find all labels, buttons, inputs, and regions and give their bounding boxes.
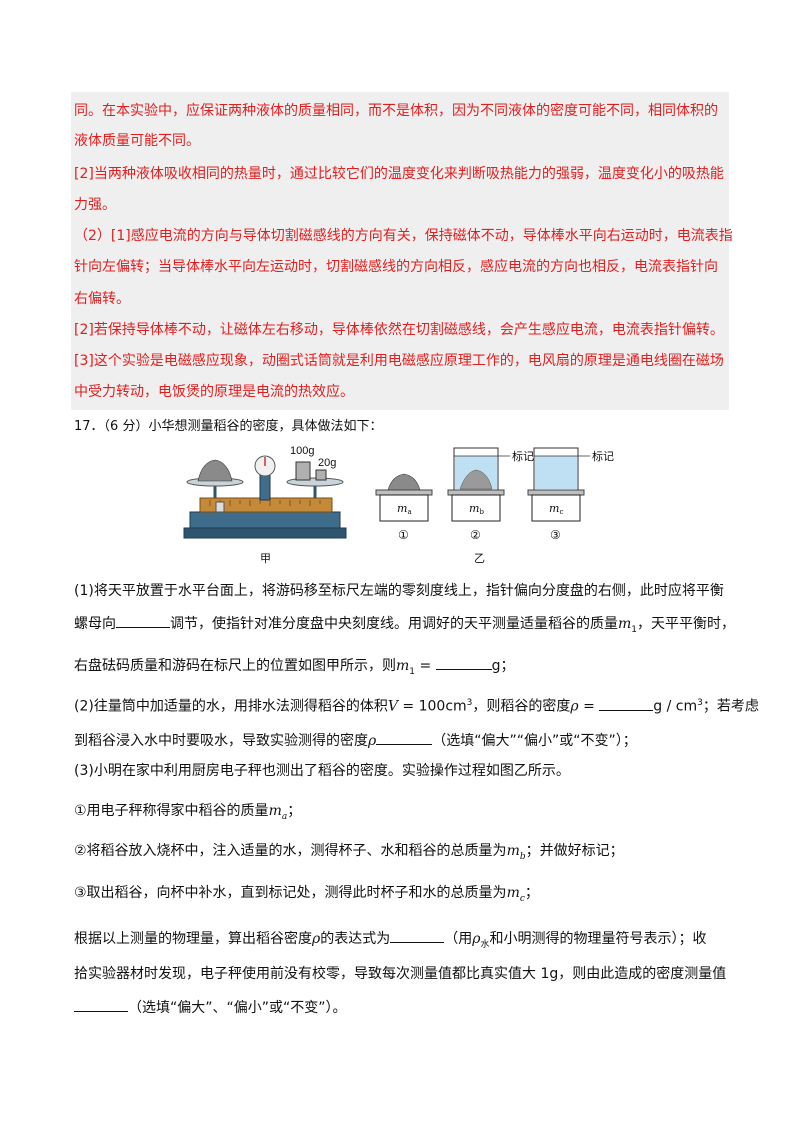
- answer-line-7: 右偏转。: [74, 291, 130, 307]
- answer-blank-density[interactable]: [599, 696, 654, 711]
- rice-grain-pile: [387, 473, 421, 491]
- step-label-1: ①: [398, 528, 409, 542]
- scale-reading-mb: mb: [469, 502, 484, 516]
- part1-line-b: 螺母向调节，使指针对准分度盘中央刻度线。用调好的天平测量适量稻谷的质量m1，天平…: [74, 613, 735, 639]
- scale-body: [531, 494, 581, 522]
- rice-in-water: [459, 469, 493, 490]
- part1-line-c: 右盘砝码质量和游码在标尺上的位置如图甲所示，则m1 = g；: [74, 655, 515, 681]
- part2-line-a: (2)往量筒中加适量的水，用排水法测得稻谷的体积V = 100cm3，则稻谷的密…: [74, 694, 759, 716]
- answer-line-3: [2]当两种液体吸收相同的热量时，通过比较它们的温度变化来判断吸热能力的强弱，温…: [74, 166, 724, 182]
- mark-label: 标记: [512, 449, 534, 463]
- step-label-3: ③: [550, 528, 561, 542]
- answer-blank-expression[interactable]: [390, 928, 445, 943]
- scale-plate: [447, 489, 505, 496]
- answer-line-10: 中受力转动，电饭煲的原理是电流的热效应。: [74, 384, 354, 400]
- answer-line-9: [3]这个实验是电磁感应现象，动圈式话筒就是利用电磁感应原理工作的，电风扇的原理…: [74, 353, 724, 369]
- balance-base: [189, 511, 341, 531]
- part4-line-a: 根据以上测量的物理量，算出稻谷密度ρ的表达式为（用ρ水和小明测得的物理量符号表示…: [74, 928, 706, 954]
- answer-blank-bias-1[interactable]: [376, 730, 433, 745]
- experiment-figure: 100g 20g 甲 ma ① 标记 mb ② 乙 标记 mc ③: [183, 445, 614, 565]
- answer-line-8: [2]若保持导体棒不动，让磁体左右移动，导体棒依然在切割磁感线，会产生感应电流，…: [74, 322, 724, 338]
- answer-line-2: 液体质量可能不同。: [74, 133, 200, 149]
- mark-label: 标记: [592, 449, 614, 463]
- scale-body: [451, 494, 501, 522]
- electronic-scale-3: 标记 mc ③: [527, 447, 614, 542]
- rice-grain-pile: [197, 459, 233, 482]
- part4-line-b: 拾实验器材时发现，电子秤使用前没有校零，导致每次测量值都比真实值大 1g，则由此…: [74, 966, 727, 982]
- scale-body: [379, 494, 429, 522]
- scale-plate: [375, 489, 433, 496]
- answer-blank-m1[interactable]: [435, 655, 492, 670]
- answer-explanation-box: [71, 92, 729, 410]
- rider-slider: [215, 501, 225, 513]
- scale-reading-mc: mc: [549, 502, 563, 516]
- step-3-text: ③取出稻谷，向杯中补水，直到标记处，测得此时杯子和水的总质量为mc；: [74, 885, 539, 904]
- part3-intro: (3)小明在家中利用厨房电子秤也测出了稻谷的密度。实验操作过程如图乙所示。: [74, 763, 570, 779]
- step-label-2: ②: [470, 528, 481, 542]
- scale-reading-ma: ma: [397, 502, 412, 516]
- figure-label-yi: 乙: [474, 552, 485, 565]
- part4-line-c: （选填“偏大”、“偏小”或“不变”）。: [74, 997, 347, 1017]
- weight-20g: [315, 469, 327, 481]
- question-title: 17．（6 分）小华想测量稻谷的密度，具体做法如下：: [74, 419, 383, 434]
- right-pan: [286, 477, 344, 487]
- electronic-scale-1: ma ①: [375, 473, 433, 542]
- water: [535, 456, 577, 489]
- weight-100g: [295, 461, 311, 481]
- balance-foot: [183, 527, 347, 539]
- answer-line-6: 针向左偏转；当导体棒水平向左运动时，切割磁感线的方向相反，感应电流的方向也相反，…: [74, 259, 718, 275]
- step-2-text: ②将稻谷放入烧杯中，注入适量的水，测得杯子、水和稻谷的总质量为mb；并做好标记；: [74, 843, 624, 862]
- weight-100g-label: 100g: [290, 445, 314, 457]
- answer-blank-bias-2[interactable]: [74, 997, 128, 1012]
- part2-line-b: 到稻谷浸入水中时要吸水，导致实验测得的密度ρ（选填“偏大”“偏小”或“不变”）；: [74, 730, 637, 750]
- step-1-text: ①用电子秤称得家中稻谷的质量ma；: [74, 803, 302, 822]
- answer-line-1: 同。在本实验中，应保证两种液体的质量相同，而不是体积，因为不同液体的密度可能不同…: [74, 103, 718, 119]
- answer-blank-direction[interactable]: [116, 613, 170, 628]
- answer-line-5: （2）[1]感应电流的方向与导体切割磁感线的方向有关，保持磁体不动，导体棒水平向…: [74, 228, 733, 244]
- balance-scale: 100g 20g 甲: [183, 445, 347, 565]
- electronic-scale-2: 标记 mb ② 乙: [447, 447, 534, 565]
- answer-line-4: 力强。: [74, 197, 116, 213]
- scale-plate: [527, 489, 585, 496]
- figure-label-jia: 甲: [260, 553, 271, 565]
- part1-line-a: (1)将天平放置于水平台面上，将游码移至标尺左端的零刻度线上，指针偏向分度盘的右…: [74, 583, 724, 599]
- weight-20g-label: 20g: [318, 457, 336, 469]
